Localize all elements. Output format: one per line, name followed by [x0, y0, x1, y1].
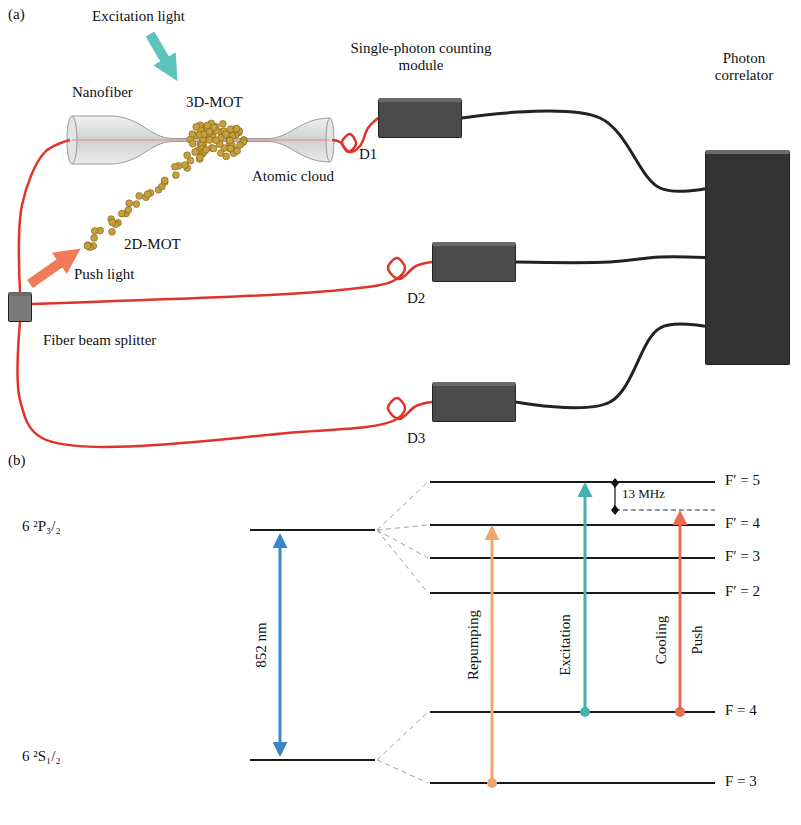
nanofiber-shape — [67, 116, 334, 164]
annotation: 6 ²S₁/₂ — [22, 748, 61, 765]
detector-label: D1 — [359, 146, 377, 163]
annotation: 2D-MOT — [124, 236, 181, 253]
signal-cable — [516, 324, 705, 408]
energy-levels — [250, 482, 715, 783]
detuning-bracket — [611, 478, 619, 515]
photon-correlator: Photon correlator — [705, 150, 790, 365]
panel-letter: (a) — [8, 6, 25, 23]
part-label: Nanofiber — [72, 84, 133, 101]
annotation: Push — [689, 625, 706, 654]
repump-dot — [487, 778, 497, 788]
device-label: Photon correlator — [694, 50, 794, 85]
panel-letter: (b) — [8, 452, 26, 469]
signal-cable — [462, 111, 705, 191]
level-label: F′ = 3 — [725, 548, 760, 565]
annotation: Repumping — [465, 610, 482, 680]
nanofiber: Nanofiber — [70, 116, 332, 164]
annotation: Atomic cloud — [252, 168, 334, 185]
level-label: F′ = 5 — [725, 472, 760, 489]
annotation: Cooling — [653, 616, 670, 664]
detuning-line — [615, 510, 715, 511]
signal-cable — [516, 257, 705, 263]
detector-label: D3 — [407, 430, 425, 447]
level-label: F′ = 2 — [725, 583, 760, 600]
annotation: Excitation — [557, 614, 574, 676]
repump-arrow — [491, 528, 494, 783]
fan-lines — [377, 482, 428, 783]
excitation-dot — [580, 707, 590, 717]
level-label: F′ = 4 — [725, 515, 760, 532]
annotation: 6 ²P₃/₂ — [22, 518, 61, 535]
optical-fiber — [18, 322, 432, 447]
excitation-beam — [150, 34, 171, 70]
annotation: 852 nm — [253, 622, 270, 667]
detector-label: D2 — [407, 290, 425, 307]
annotation: 3D-MOT — [186, 94, 243, 111]
cooling-dot — [675, 707, 685, 717]
annotation: Push light — [74, 266, 134, 283]
photon-counter: Single-photon counting moduleD1 — [378, 98, 462, 138]
annotation: Excitation light — [92, 8, 185, 25]
level-label: F = 4 — [725, 702, 757, 719]
photon-counter: D3 — [432, 382, 516, 422]
beam-splitter: Fiber beam splitter — [8, 292, 32, 322]
atom-dots — [84, 120, 247, 251]
annotation: 13 MHz — [622, 487, 665, 502]
excitation-arrow — [584, 485, 587, 712]
optical-fiber — [32, 258, 432, 304]
d2-line-arrow — [279, 536, 282, 754]
push-beam — [30, 256, 70, 284]
device-label: Single-photon counting module — [337, 40, 505, 75]
cooling-arrow — [679, 513, 682, 712]
level-label: F = 3 — [725, 773, 757, 790]
photon-counter: D2 — [432, 242, 516, 282]
optical-fiber — [19, 140, 70, 292]
part-label: Fiber beam splitter — [43, 332, 156, 349]
